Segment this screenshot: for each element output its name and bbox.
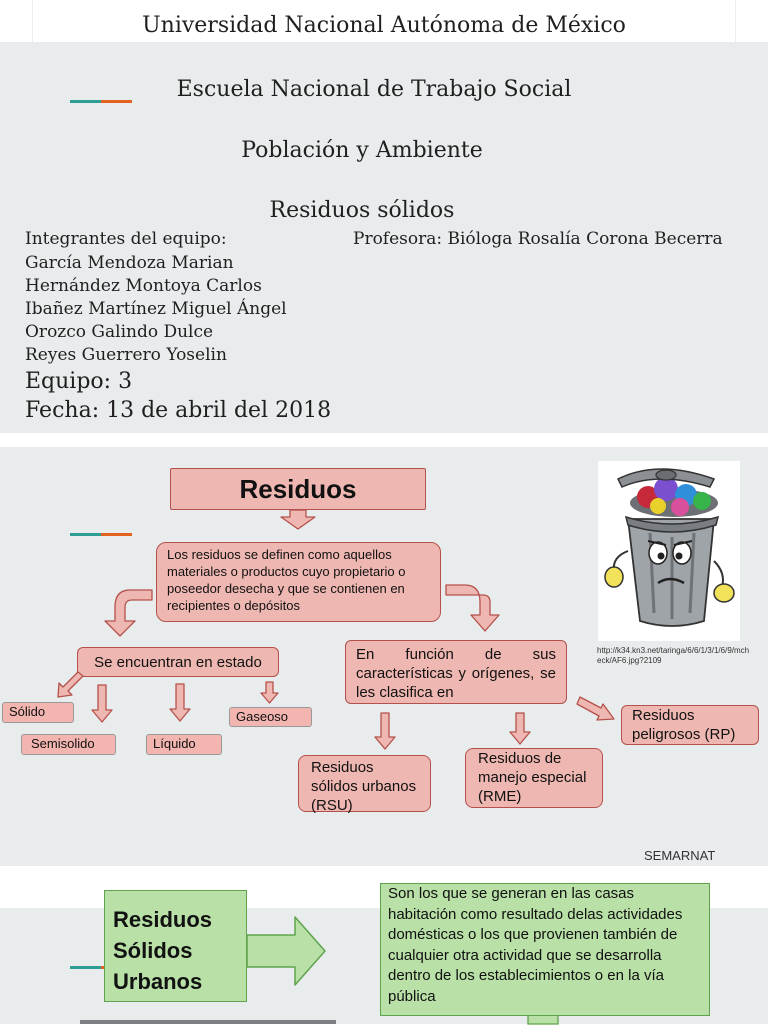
slide-body-bg [0, 42, 768, 433]
state-solid: Sólido [2, 702, 74, 723]
state-label: Se encuentran en estado [94, 653, 262, 671]
state-gas: Gaseoso [229, 707, 312, 727]
subject-name: Población y Ambiente [241, 138, 483, 163]
rsu-box: Residuos sólidos urbanos (RSU) [298, 755, 431, 814]
state-semisolid-label: Semisolido [31, 736, 95, 751]
down-arrow-icon [374, 712, 396, 750]
state-gas-label: Gaseoso [236, 709, 289, 724]
state-liquid-label: Líquido [153, 736, 196, 751]
title-slide: Universidad Nacional Autónoma de México … [0, 0, 768, 433]
photo-strip [80, 1020, 336, 1024]
member-item: Hernández Montoya Carlos [25, 276, 262, 296]
presentation-date: Fecha: 13 de abril del 2018 [25, 398, 332, 423]
rme-box: Residuos de manejo especial (RME) [465, 748, 603, 808]
down-arrow-icon [280, 509, 316, 530]
rp-box: Residuos peligrosos (RP) [621, 705, 759, 745]
university-title: Universidad Nacional Autónoma de México [142, 13, 626, 38]
rp-label: Residuos peligrosos (RP) [632, 707, 736, 743]
diagonal-arrow-icon [57, 671, 84, 698]
residuos-title: Residuos [239, 473, 357, 504]
rsu-description-box: Son los que se generan en las casas habi… [380, 883, 710, 1016]
down-arrow-icon [260, 681, 279, 704]
state-liquid: Líquido [146, 734, 222, 755]
member-list: García Mendoza Marian Hernández Montoya … [25, 252, 287, 367]
diagonal-arrow-icon [576, 696, 615, 721]
residuos-slide: Residuos Los residuos se definen como aq… [0, 447, 768, 866]
accent-line [70, 533, 132, 536]
rme-label: Residuos de manejo especial (RME) [478, 750, 587, 805]
classification-box: En función de sus características y oríg… [345, 640, 567, 704]
source-label: SEMARNAT [644, 848, 716, 863]
slide-top-band [32, 0, 736, 42]
rsu-title: Residuos Sólidos Urbanos [113, 907, 213, 994]
classification-text: En función de sus características y oríg… [356, 646, 556, 701]
down-arrow-icon [527, 1013, 559, 1025]
down-arrow-icon [91, 684, 113, 723]
curved-arrow-icon [445, 584, 500, 632]
team-label: Integrantes del equipo: [25, 229, 227, 249]
curved-arrow-icon [104, 589, 153, 637]
school-name: Escuela Nacional de Trabajo Social [176, 77, 572, 102]
right-arrow-icon [246, 916, 326, 986]
definition-text: Los residuos se definen como aquellos ma… [167, 547, 406, 613]
team-number: Equipo: 3 [25, 369, 133, 394]
member-item: Orozco Galindo Dulce [25, 322, 214, 342]
trash-can-image [598, 461, 740, 641]
state-box: Se encuentran en estado [77, 647, 279, 677]
topic-name: Residuos sólidos [269, 198, 455, 223]
down-arrow-icon [169, 683, 191, 722]
state-semisolid: Semisolido [21, 734, 116, 755]
image-source-url: http://k34.kn3.net/taringa/6/6/1/3/1/6/9… [597, 646, 750, 665]
down-arrow-icon [509, 712, 531, 745]
member-item: Reyes Guerrero Yoselin [25, 345, 227, 365]
professor-name: Profesora: Bióloga Rosalía Corona Becerr… [353, 229, 723, 249]
rsu-title-box: Residuos Sólidos Urbanos [104, 890, 247, 1002]
flow-arrows [57, 509, 615, 750]
accent-line [70, 100, 132, 103]
member-item: Ibañez Martínez Miguel Ángel [25, 299, 287, 319]
rsu-description: Son los que se generan en las casas habi… [388, 885, 683, 1005]
member-item: García Mendoza Marian [25, 253, 234, 273]
trash-can-icon [604, 468, 735, 627]
state-solid-label: Sólido [9, 704, 46, 719]
rsu-label: Residuos sólidos urbanos (RSU) [311, 759, 417, 814]
definition-box: Los residuos se definen como aquellos ma… [156, 542, 441, 622]
